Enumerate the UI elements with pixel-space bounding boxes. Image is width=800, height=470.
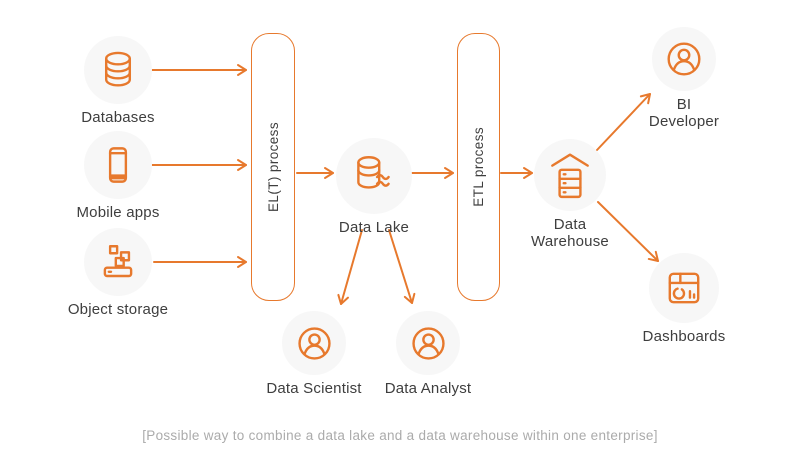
warehouse-icon (545, 150, 595, 200)
etl-process-label: ETL process (471, 127, 486, 207)
data-warehouse-bubble (534, 139, 606, 211)
data-lake-icon (349, 151, 399, 201)
dashboards-label: Dashboards (642, 328, 726, 345)
databases-label: Databases (81, 109, 155, 126)
dashboards-bubble (649, 253, 719, 323)
mobile-apps-bubble (84, 131, 152, 199)
node-mobile-apps: Mobile apps (58, 131, 178, 221)
data-analyst-bubble (396, 311, 460, 375)
elt-process-box: EL(T) process (251, 33, 295, 301)
node-data-scientist: Data Scientist (244, 311, 384, 397)
data-scientist-bubble (282, 311, 346, 375)
person-icon (408, 323, 449, 364)
node-object-storage: Object storage (58, 228, 178, 318)
data-analyst-label: Data Analyst (384, 380, 472, 397)
object-storage-bubble (84, 228, 152, 296)
object-storage-icon (97, 241, 139, 283)
person-icon (663, 38, 705, 80)
bi-developer-label: BI Developer (648, 96, 720, 131)
node-bi-developer: BI Developer (649, 27, 719, 131)
data-lake-label: Data Lake (338, 219, 410, 236)
person-icon (294, 323, 335, 364)
diagram-caption: [Possible way to combine a data lake and… (142, 428, 658, 443)
arrow-data-lake-to-data-scientist (337, 229, 363, 305)
node-data-analyst: Data Analyst (358, 311, 498, 397)
object-storage-label: Object storage (67, 301, 169, 318)
node-data-warehouse: Data Warehouse (530, 139, 610, 251)
data-lake-bubble (336, 138, 412, 214)
dashboards-icon (662, 266, 706, 310)
arrow-data-lake-to-data-analyst (388, 229, 416, 304)
etl-process-box: ETL process (457, 33, 500, 301)
mobile-apps-label: Mobile apps (76, 204, 160, 221)
node-data-lake: Data Lake (304, 138, 444, 236)
node-databases: Databases (58, 36, 178, 126)
bi-developer-bubble (652, 27, 716, 91)
database-icon (97, 49, 139, 91)
smartphone-icon (97, 144, 139, 186)
elt-process-label: EL(T) process (265, 122, 281, 212)
databases-bubble (84, 36, 152, 104)
data-scientist-label: Data Scientist (266, 380, 362, 397)
node-dashboards: Dashboards (614, 253, 754, 345)
data-warehouse-label: Data Warehouse (531, 216, 609, 251)
